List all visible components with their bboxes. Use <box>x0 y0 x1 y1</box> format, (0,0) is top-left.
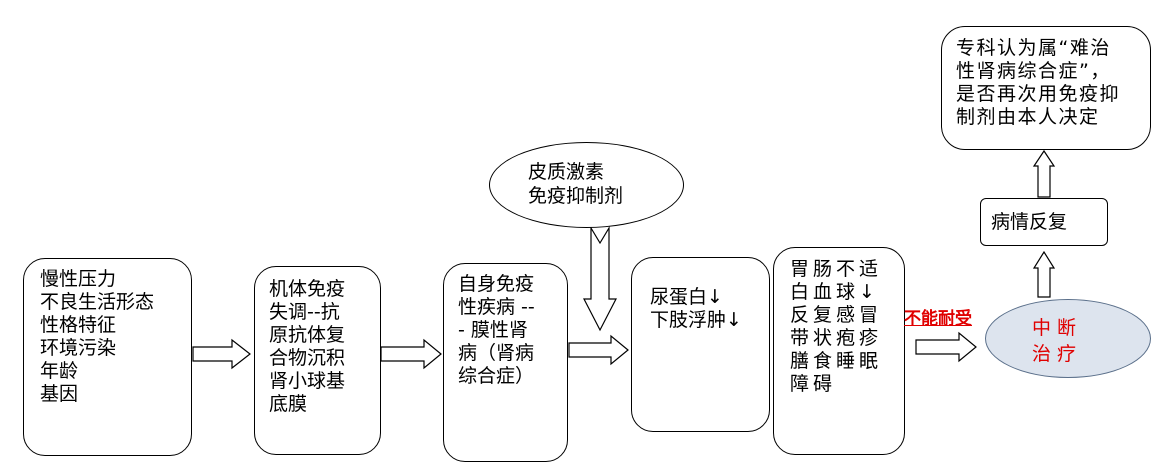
relapse-box: 病情反复 <box>980 198 1108 246</box>
decision-line: 制剂由本人决定 <box>956 106 1100 128</box>
mechanism-box: 机体免疫 失调--抗 原抗体复 合物沉积 肾小球基 底膜 <box>254 266 381 455</box>
symptom-line: 下肢浮肿↓ <box>650 309 742 331</box>
arrow-disease-to-symptoms <box>568 334 629 366</box>
symptom-line: 尿蛋白↓ <box>650 286 723 308</box>
arrow-relapse-to-decision <box>1032 149 1056 198</box>
intolerance-label: 不能耐受 <box>904 309 972 329</box>
arrow-causes-to-mechanism <box>192 338 251 370</box>
cause-item: 年龄 <box>40 360 79 382</box>
disease-line: 性疾病 -- <box>458 296 535 318</box>
disease-line: - 膜性肾 <box>458 319 528 341</box>
mechanism-line: 原抗体复 <box>269 324 346 346</box>
disease-line: 自身免疫 <box>458 273 535 295</box>
mechanism-line: 失调--抗 <box>269 301 340 323</box>
treatment-line: 皮质激素 <box>528 161 605 183</box>
treatment-line: 免疫抑制剂 <box>528 185 624 207</box>
side-effect-line: 膳食睡眠 <box>790 350 883 372</box>
treatment-ellipse: 皮质激素 免疫抑制剂 <box>489 142 684 228</box>
arrow-stop-to-relapse <box>1032 250 1056 298</box>
mechanism-line: 合物沉积 <box>269 347 346 369</box>
stop-treatment-line: 治疗 <box>1032 343 1083 365</box>
mechanism-line: 肾小球基 <box>269 370 346 392</box>
cause-item: 性格特征 <box>40 314 117 336</box>
decision-line: 性肾病综合症”， <box>956 60 1111 82</box>
arrow-mechanism-to-disease <box>380 338 442 370</box>
mechanism-line: 底膜 <box>269 393 308 415</box>
cause-item: 慢性压力 <box>40 268 117 290</box>
decision-line: 是否再次用免疫抑 <box>956 83 1121 105</box>
side-effect-line: 胃肠不适 <box>790 258 883 280</box>
disease-line: 病（肾病 <box>458 342 535 364</box>
stop-treatment-line: 中断 <box>1032 317 1083 339</box>
decision-line: 专科认为属“难治 <box>956 37 1111 59</box>
side-effect-line: 障碍 <box>790 373 837 395</box>
mechanism-line: 机体免疫 <box>269 278 346 300</box>
stop-treatment-ellipse: 中断 治疗 <box>985 299 1151 378</box>
side-effect-line: 带状疱疹 <box>790 327 883 349</box>
cause-item: 基因 <box>40 383 79 405</box>
side-effect-line: 反复感冒 <box>790 304 883 326</box>
disease-box: 自身免疫 性疾病 -- - 膜性肾 病（肾病 综合症） <box>443 263 568 462</box>
symptoms-box: 尿蛋白↓ 下肢浮肿↓ <box>631 257 770 432</box>
arrow-side-effects-to-stop <box>915 331 977 363</box>
side-effect-line: 白血球↓ <box>790 281 879 303</box>
arrow-treatment-down <box>583 225 617 332</box>
side-effects-box: 胃肠不适 白血球↓ 反复感冒 带状疱疹 膳食睡眠 障碍 <box>773 247 905 455</box>
decision-box: 专科认为属“难治 性肾病综合症”， 是否再次用免疫抑 制剂由本人决定 <box>941 26 1151 150</box>
disease-line: 综合症） <box>458 365 535 387</box>
relapse-label: 病情反复 <box>991 211 1068 233</box>
cause-item: 环境污染 <box>40 337 117 359</box>
causes-box: 慢性压力 不良生活形态 性格特征 环境污染 年龄 基因 <box>23 258 192 456</box>
cause-item: 不良生活形态 <box>40 291 155 313</box>
